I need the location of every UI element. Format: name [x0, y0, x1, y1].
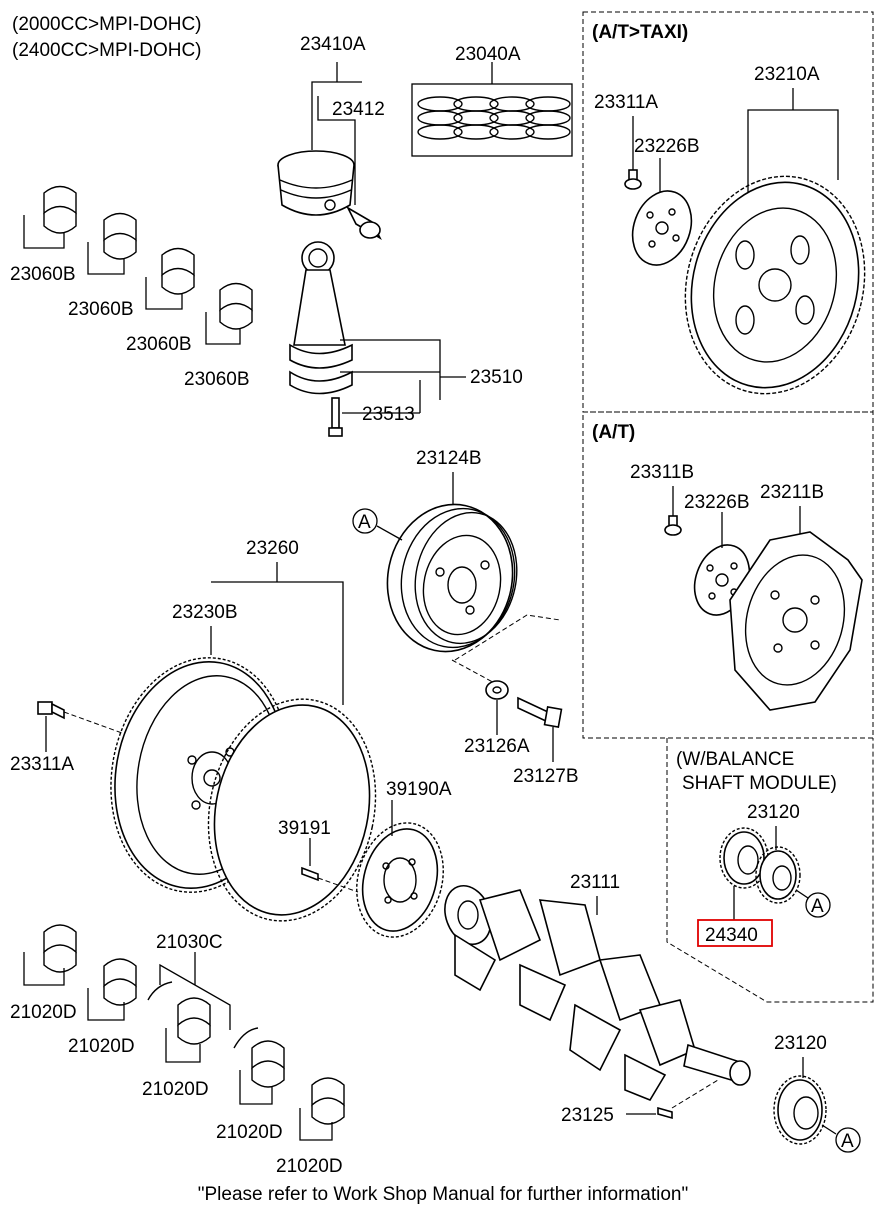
taxi-drive-plate	[684, 175, 866, 395]
part-label-24340: 24340	[705, 925, 758, 946]
conrod-bearing-group	[23, 185, 253, 345]
part-label-23210A: 23210A	[754, 64, 820, 85]
part-label-23120-balance: 23120	[747, 802, 800, 823]
engine-note-2400cc: (2400CC>MPI-DOHC)	[12, 40, 202, 61]
connecting-rod	[289, 241, 353, 395]
section-label-balance-line1: (W/BALANCE	[676, 749, 794, 770]
part-label-23311A-taxi: 23311A	[594, 92, 658, 113]
crankshaft-key	[657, 1106, 673, 1120]
piston-ring-set	[411, 83, 573, 157]
part-label-23040A: 23040A	[455, 44, 521, 65]
part-label-39191: 39191	[278, 818, 331, 839]
part-label-23125: 23125	[561, 1105, 614, 1126]
part-label-23226B-at: 23226B	[684, 492, 750, 513]
taxi-adapter-plate	[631, 190, 693, 266]
crankshaft	[444, 885, 751, 1101]
part-label-23226B-taxi: 23226B	[634, 136, 700, 157]
part-label-39190A: 39190A	[386, 779, 452, 800]
at-bolt	[664, 515, 682, 536]
part-label-23120-crank: 23120	[774, 1033, 827, 1054]
taxi-bolt	[624, 169, 642, 190]
part-label-21020D-1: 21020D	[10, 1002, 77, 1023]
piston	[277, 150, 355, 216]
part-label-23230B: 23230B	[172, 602, 238, 623]
part-label-21030C: 21030C	[156, 932, 223, 953]
part-label-21020D-4: 21020D	[216, 1122, 283, 1143]
flywheel-ring-gear	[207, 698, 377, 922]
engine-note-2000cc: (2000CC>MPI-DOHC)	[12, 14, 202, 35]
part-label-23211B: 23211B	[760, 482, 824, 503]
part-label-23111: 23111	[570, 872, 620, 893]
flywheel-bolt	[37, 701, 65, 720]
part-label-23513: 23513	[362, 404, 415, 425]
part-label-23126A: 23126A	[464, 736, 530, 757]
part-label-21020D-5: 21020D	[276, 1156, 343, 1177]
part-label-23060B-2: 23060B	[68, 299, 134, 320]
section-label-balance-line2: SHAFT MODULE)	[682, 773, 837, 794]
section-label-at: (A/T)	[592, 422, 635, 443]
part-label-23311A-flywheel: 23311A	[10, 754, 74, 775]
section-boxes	[582, 11, 874, 1003]
main-bearing-group	[23, 924, 345, 1141]
balance-gear-23120	[755, 846, 801, 904]
crankshaft-pulley	[386, 503, 518, 653]
svg-text:A: A	[841, 1131, 854, 1152]
part-label-23260: 23260	[246, 538, 299, 559]
part-label-23311B: 23311B	[630, 462, 694, 483]
section-label-at-taxi: (A/T>TAXI)	[592, 22, 688, 43]
part-label-21020D-2: 21020D	[68, 1036, 135, 1057]
target-wheel-screw	[301, 866, 319, 882]
ref-marker-a-pulley: A	[352, 508, 403, 541]
part-label-23412: 23412	[332, 99, 385, 120]
crank-sprocket-23120	[773, 1075, 827, 1145]
part-label-23060B-4: 23060B	[184, 369, 250, 390]
rod-bolt	[328, 397, 343, 437]
highlight-box-24340	[697, 919, 773, 947]
pulley-bolt	[517, 696, 563, 729]
footer-note: "Please refer to Work Shop Manual for fu…	[198, 1184, 688, 1205]
part-label-23510: 23510	[470, 367, 523, 388]
part-label-21020D-3: 21020D	[142, 1079, 209, 1100]
part-label-23060B-3: 23060B	[126, 334, 192, 355]
piston-pin	[346, 205, 382, 241]
part-label-23127B: 23127B	[513, 766, 579, 787]
ref-marker-a-balance: A	[795, 889, 831, 918]
thrust-washers	[147, 963, 259, 1049]
at-drive-plate	[729, 531, 863, 711]
pulley-washer	[485, 680, 509, 700]
part-label-23410A: 23410A	[300, 34, 366, 55]
svg-text:A: A	[358, 512, 371, 533]
svg-text:A: A	[811, 896, 824, 917]
part-label-23060B-1: 23060B	[10, 264, 76, 285]
ref-marker-a-crank: A	[821, 1124, 861, 1153]
part-label-23124B: 23124B	[416, 448, 482, 469]
crank-target-wheel	[356, 822, 444, 938]
